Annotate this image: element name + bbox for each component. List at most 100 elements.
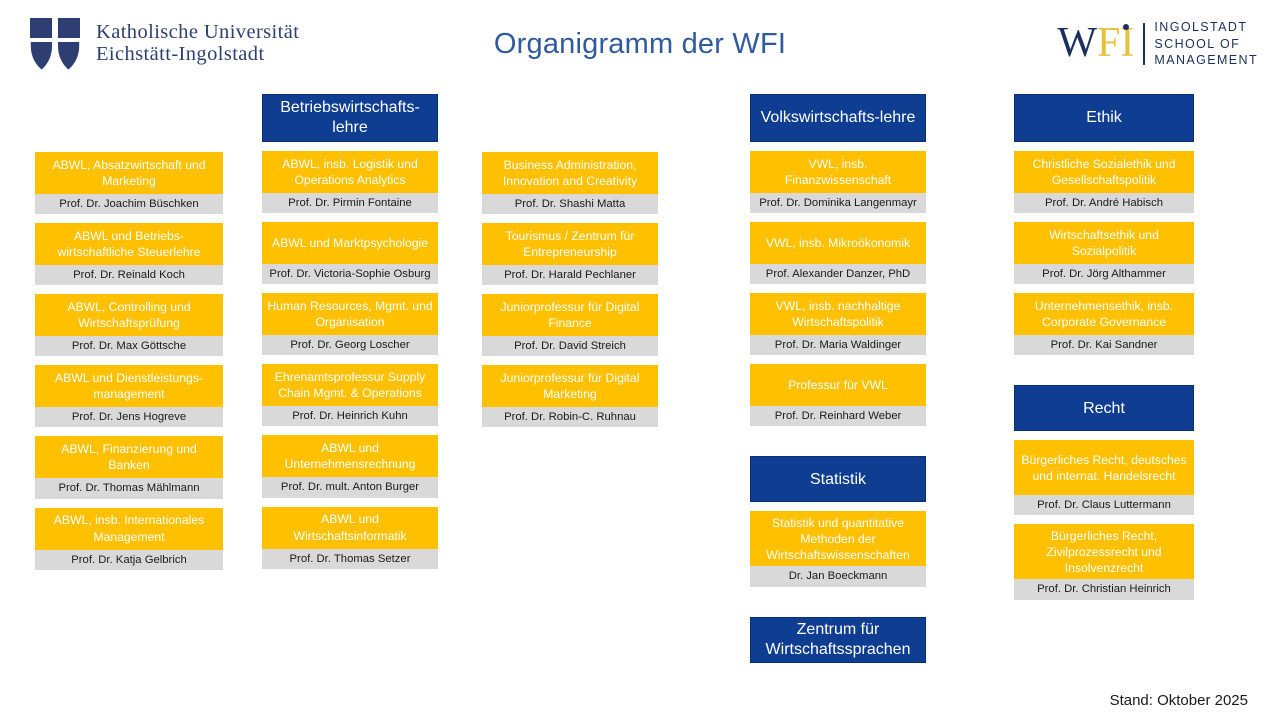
org-unit[interactable]: ABWL, insb. Internationales Management P… xyxy=(35,507,223,570)
org-column-5: Ethik Christliche Sozialethik und Gesell… xyxy=(1014,94,1194,609)
page-header: Katholische Universität Eichstätt-Ingols… xyxy=(0,0,1280,88)
org-unit-person: Prof. Dr. Pirmin Fontaine xyxy=(262,193,438,214)
org-unit-person: Prof. Dr. Katja Gelbrich xyxy=(35,549,223,570)
org-unit-title: Juniorprofessur für Digital Finance xyxy=(482,294,658,337)
org-group-header-recht[interactable]: Recht xyxy=(1014,385,1194,432)
org-unit-title: VWL, insb. Finanzwissenschaft xyxy=(750,151,926,193)
org-unit-person: Prof. Dr. Georg Loscher xyxy=(262,335,438,356)
org-group-header-zentrum-wirtschaftssprachen[interactable]: Zentrum für Wirtschaftssprachen xyxy=(750,616,926,663)
column-spacer xyxy=(1014,364,1194,385)
org-unit[interactable]: Unternehmensethik, insb. Corporate Gover… xyxy=(1014,293,1194,356)
org-unit[interactable]: Bürgerliches Recht, Zivilprozessrecht un… xyxy=(1014,524,1194,600)
wfi-divider xyxy=(1143,23,1146,65)
katholische-universitaet-logo: Katholische Universität Eichstätt-Ingols… xyxy=(28,16,299,72)
org-unit[interactable]: Juniorprofessur für Digital Marketing Pr… xyxy=(482,365,658,428)
org-unit-person: Prof. Dr. Jens Hogreve xyxy=(35,407,223,428)
org-unit-person: Prof. Dr. Reinhard Weber xyxy=(750,406,926,427)
org-unit[interactable]: ABWL und Marktpsychologie Prof. Dr. Vict… xyxy=(262,222,438,285)
org-unit-person: Prof. Dr. Thomas Setzer xyxy=(262,548,438,569)
org-unit-person: Prof. Dr. Victoria-Sophie Osburg xyxy=(262,264,438,285)
org-unit[interactable]: Professur für VWL Prof. Dr. Reinhard Web… xyxy=(750,364,926,427)
wfi-word-1: INGOLSTADT xyxy=(1154,20,1248,35)
org-unit-title: ABWL, Controlling und Wirtschaftsprüfung xyxy=(35,294,223,337)
org-unit-person: Prof. Dr. Jörg Althammer xyxy=(1014,264,1194,285)
org-unit-title: Christliche Sozialethik und Gesellschaft… xyxy=(1014,151,1194,193)
org-column-4: Volkswirtschafts-lehre VWL, insb. Finanz… xyxy=(750,94,926,663)
org-unit-person: Prof. Dr. Joachim Büschken xyxy=(35,194,223,215)
org-unit-person: Prof. Dr. Shashi Matta xyxy=(482,194,658,215)
org-unit-title: ABWL, Finanzierung und Banken xyxy=(35,436,223,479)
org-unit[interactable]: Christliche Sozialethik und Gesellschaft… xyxy=(1014,151,1194,214)
org-unit[interactable]: ABWL, Absatzwirtschaft und Marketing Pro… xyxy=(35,152,223,215)
org-unit[interactable]: Tourismus / Zentrum für Entrepreneurship… xyxy=(482,223,658,286)
column-spacer xyxy=(750,596,926,617)
org-unit-person: Prof. Dr. Heinrich Kuhn xyxy=(262,406,438,427)
org-unit-title: Tourismus / Zentrum für Entrepreneurship xyxy=(482,223,658,266)
ku-logo-line-2: Eichstätt-Ingolstadt xyxy=(96,43,265,65)
org-unit[interactable]: Ehrenamtsprofessur Supply Chain Mgmt. & … xyxy=(262,364,438,427)
org-unit[interactable]: VWL, insb. nachhaltige Wirtschaftspoliti… xyxy=(750,293,926,356)
org-unit[interactable]: ABWL, insb. Logistik und Operations Anal… xyxy=(262,151,438,214)
status-date: Stand: Oktober 2025 xyxy=(1109,692,1248,709)
org-unit-person: Prof. Dr. André Habisch xyxy=(1014,193,1194,214)
org-unit-person: Prof. Alexander Danzer, PhD xyxy=(750,264,926,285)
org-unit[interactable]: Juniorprofessur für Digital Finance Prof… xyxy=(482,294,658,357)
org-unit-title: Bürgerliches Recht, deutsches und intern… xyxy=(1014,440,1194,496)
org-unit[interactable]: ABWL, Controlling und Wirtschaftsprüfung… xyxy=(35,294,223,357)
org-unit[interactable]: ABWL und Wirtschaftsinformatik Prof. Dr.… xyxy=(262,506,438,569)
org-unit[interactable]: Business Administration, Innovation and … xyxy=(482,152,658,215)
org-unit-person: Prof. Dr. David Streich xyxy=(482,336,658,357)
org-unit-person: Prof. Dr. Harald Pechlaner xyxy=(482,265,658,286)
org-unit[interactable]: Bürgerliches Recht, deutsches und intern… xyxy=(1014,440,1194,516)
org-unit-title: Business Administration, Innovation and … xyxy=(482,152,658,194)
org-unit-title: VWL, insb. Mikroökonomik xyxy=(750,222,926,265)
org-unit-person: Prof. Dr. Max Göttsche xyxy=(35,336,223,357)
org-unit-title: ABWL und Marktpsychologie xyxy=(262,222,438,265)
org-unit[interactable]: ABWL und Dienstleistungs-management Prof… xyxy=(35,365,223,428)
org-column-3: Business Administration, Innovation and … xyxy=(482,152,658,436)
ku-logo-text: Katholische Universität Eichstätt-Ingols… xyxy=(96,22,299,65)
org-unit-title: ABWL, Absatzwirtschaft und Marketing xyxy=(35,152,223,194)
org-unit-person: Dr. Jan Boeckmann xyxy=(750,566,926,587)
org-unit-person: Prof. Dr. mult. Anton Burger xyxy=(262,477,438,498)
org-unit[interactable]: Statistik und quantitative Methoden der … xyxy=(750,511,926,587)
org-unit-title: ABWL und Unternehmensrechnung xyxy=(262,435,438,478)
org-unit-title: Professur für VWL xyxy=(750,364,926,407)
org-unit-title: ABWL und Dienstleistungs-management xyxy=(35,365,223,408)
org-unit-title: Bürgerliches Recht, Zivilprozessrecht un… xyxy=(1014,524,1194,580)
org-group-header-vwl[interactable]: Volkswirtschafts-lehre xyxy=(750,94,926,142)
column-spacer xyxy=(750,435,926,456)
org-unit-person: Prof. Dr. Thomas Mählmann xyxy=(35,478,223,499)
org-unit[interactable]: Wirtschaftsethik und Sozialpolitik Prof.… xyxy=(1014,222,1194,285)
org-unit-title: ABWL, insb. Logistik und Operations Anal… xyxy=(262,151,438,193)
org-unit-person: Prof. Dr. Kai Sandner xyxy=(1014,335,1194,356)
org-unit-person: Prof. Dr. Claus Luttermann xyxy=(1014,495,1194,516)
org-unit[interactable]: ABWL, Finanzierung und Banken Prof. Dr. … xyxy=(35,436,223,499)
org-unit-title: Wirtschaftsethik und Sozialpolitik xyxy=(1014,222,1194,265)
org-unit-person: Prof. Dr. Reinald Koch xyxy=(35,265,223,286)
org-group-header-statistik[interactable]: Statistik xyxy=(750,456,926,503)
org-unit[interactable]: ABWL und Betriebs-wirtschaftliche Steuer… xyxy=(35,223,223,286)
org-unit[interactable]: VWL, insb. Mikroökonomik Prof. Alexander… xyxy=(750,222,926,285)
org-group-header-ethik[interactable]: Ethik xyxy=(1014,94,1194,142)
org-unit[interactable]: ABWL und Unternehmensrechnung Prof. Dr. … xyxy=(262,435,438,498)
org-unit-person: Prof. Dr. Maria Waldinger xyxy=(750,335,926,356)
org-unit-title: Human Resources, Mgmt. und Organisation xyxy=(262,293,438,336)
org-unit-person: Prof. Dr. Robin-C. Ruhnau xyxy=(482,407,658,428)
org-column-2: Betriebswirtschafts-lehre ABWL, insb. Lo… xyxy=(262,94,438,578)
org-unit-person: Prof. Dr. Dominika Langenmayr xyxy=(750,193,926,214)
ku-shield-icon xyxy=(28,16,82,72)
org-unit-title: Statistik und quantitative Methoden der … xyxy=(750,511,926,567)
wfi-word-3: MANAGEMENT xyxy=(1154,53,1258,68)
org-unit-title: VWL, insb. nachhaltige Wirtschaftspoliti… xyxy=(750,293,926,336)
org-group-header-bwl[interactable]: Betriebswirtschafts-lehre xyxy=(262,94,438,142)
org-unit[interactable]: Human Resources, Mgmt. und Organisation … xyxy=(262,293,438,356)
wfi-mark-w: W xyxy=(1057,20,1098,66)
wfi-wordmark-icon: WFI xyxy=(1057,22,1143,64)
org-unit[interactable]: VWL, insb. Finanzwissenschaft Prof. Dr. … xyxy=(750,151,926,214)
org-unit-title: ABWL und Betriebs-wirtschaftliche Steuer… xyxy=(35,223,223,266)
org-unit-title: Ehrenamtsprofessur Supply Chain Mgmt. & … xyxy=(262,364,438,407)
wfi-word-2: SCHOOL OF xyxy=(1154,36,1241,51)
ku-logo-line-1: Katholische Universität xyxy=(96,21,300,44)
